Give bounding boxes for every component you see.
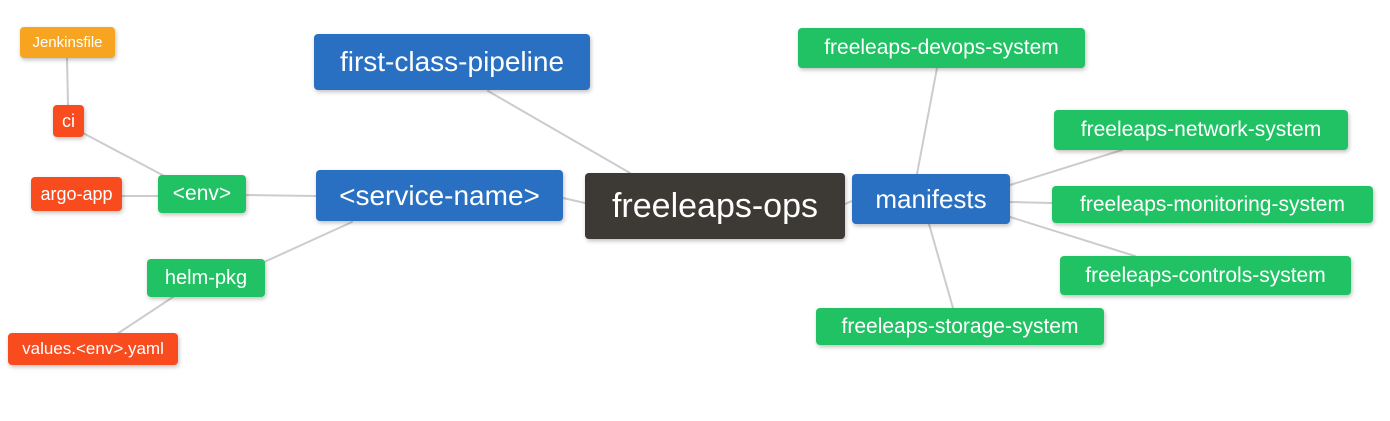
- node-freeleaps-controls-system[interactable]: freeleaps-controls-system: [1060, 256, 1351, 295]
- node-freeleaps-network-system[interactable]: freeleaps-network-system: [1054, 110, 1348, 150]
- edge-ci-env: [82, 132, 169, 179]
- node-helm-pkg-label: helm-pkg: [164, 266, 248, 289]
- node-jenkinsfile[interactable]: Jenkinsfile: [20, 27, 115, 58]
- edge-jenkinsfile-ci: [66, 57, 69, 106]
- node-argo-app[interactable]: argo-app: [31, 177, 122, 211]
- node-helm-pkg[interactable]: helm-pkg: [147, 259, 265, 297]
- node-freeleaps-controls-system-label: freeleaps-controls-system: [1085, 263, 1326, 287]
- edge-freeleaps-ops-manifests: [844, 200, 853, 205]
- node-env[interactable]: <env>: [158, 175, 246, 213]
- edge-manifests-devops-system: [916, 67, 938, 175]
- node-freeleaps-devops-system[interactable]: freeleaps-devops-system: [798, 28, 1085, 68]
- edge-env-service-name: [245, 194, 317, 197]
- node-manifests-label: manifests: [875, 183, 987, 214]
- node-argo-app-label: argo-app: [40, 183, 113, 204]
- node-ci[interactable]: ci: [53, 105, 84, 137]
- edge-manifests-network-system: [1009, 149, 1123, 186]
- node-manifests[interactable]: manifests: [852, 174, 1010, 224]
- node-values-env-yaml[interactable]: values.<env>.yaml: [8, 333, 178, 365]
- edge-service-name-freeleaps-ops: [562, 197, 586, 204]
- node-freeleaps-ops-label: freeleaps-ops: [611, 186, 818, 225]
- edge-manifests-storage-system: [928, 223, 954, 309]
- node-service-name-label: <service-name>: [339, 179, 540, 211]
- node-freeleaps-storage-system[interactable]: freeleaps-storage-system: [816, 308, 1104, 345]
- node-env-label: <env>: [172, 182, 232, 205]
- edge-first-class-pipeline-freeleaps-ops: [487, 90, 631, 174]
- node-service-name[interactable]: <service-name>: [316, 170, 563, 221]
- node-first-class-pipeline[interactable]: first-class-pipeline: [314, 34, 590, 90]
- node-ci-label: ci: [62, 110, 75, 131]
- edge-manifests-controls-system: [1009, 216, 1136, 257]
- node-first-class-pipeline-label: first-class-pipeline: [339, 46, 565, 77]
- edge-service-name-helm-pkg: [261, 221, 353, 264]
- node-jenkinsfile-label: Jenkinsfile: [32, 34, 103, 51]
- node-freeleaps-storage-system-label: freeleaps-storage-system: [841, 314, 1079, 338]
- node-freeleaps-monitoring-system[interactable]: freeleaps-monitoring-system: [1052, 186, 1373, 223]
- node-freeleaps-network-system-label: freeleaps-network-system: [1080, 118, 1322, 141]
- node-freeleaps-devops-system-label: freeleaps-devops-system: [824, 36, 1059, 59]
- edge-manifests-monitoring-system: [1009, 201, 1053, 204]
- edge-helm-pkg-values-yaml: [116, 296, 174, 335]
- node-values-env-yaml-label: values.<env>.yaml: [22, 339, 164, 358]
- node-freeleaps-monitoring-system-label: freeleaps-monitoring-system: [1080, 192, 1345, 216]
- node-freeleaps-ops[interactable]: freeleaps-ops: [585, 173, 845, 239]
